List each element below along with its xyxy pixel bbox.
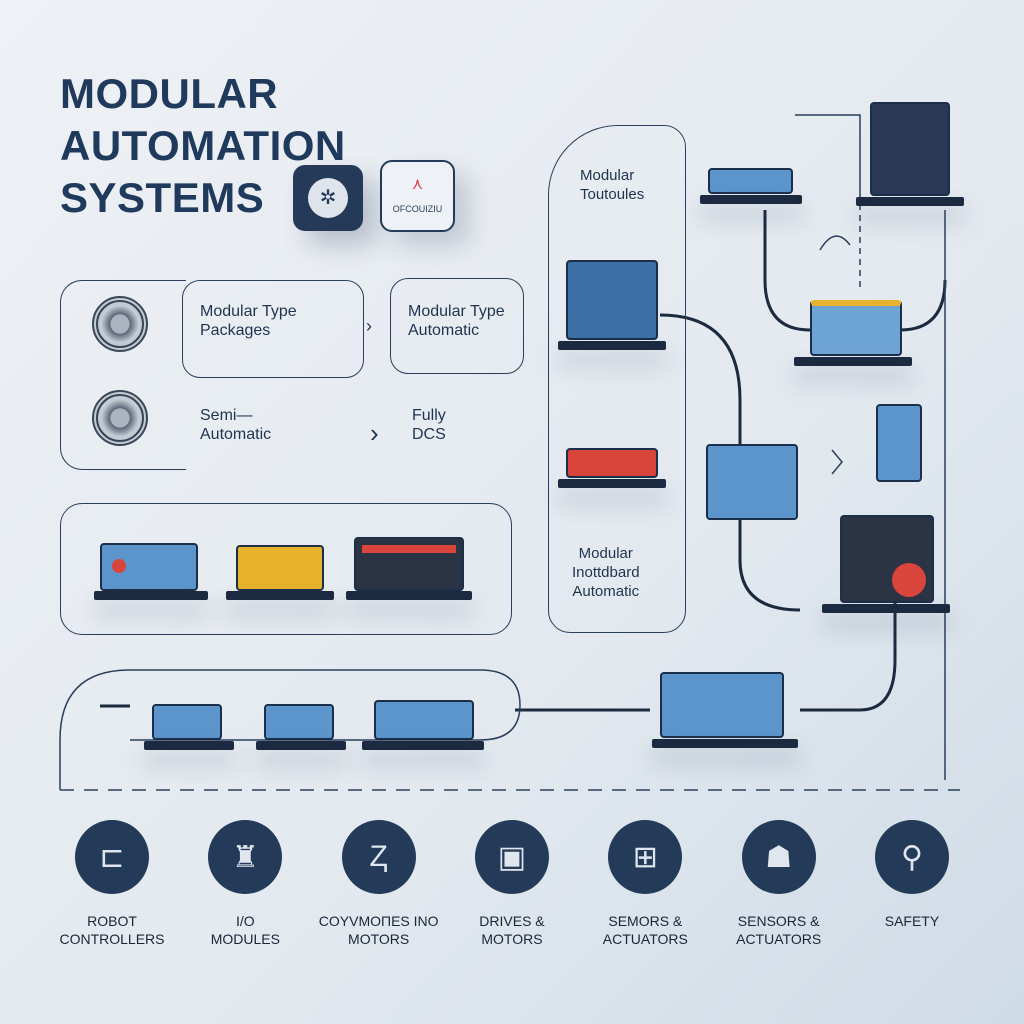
automatic-label: Modular Type Automatic bbox=[408, 303, 505, 339]
category-label: SAFETY bbox=[884, 913, 940, 929]
drive-icon: ▣ bbox=[474, 820, 549, 894]
status-badge[interactable]: ⋏ OFCOUIZIU bbox=[380, 160, 455, 232]
automatic-card[interactable] bbox=[390, 278, 524, 374]
cabinet-unit[interactable] bbox=[840, 515, 934, 603]
category-label: DRIVES & MOTORS bbox=[479, 913, 545, 947]
category-item[interactable]: Ⱬ COYVMOПES INO MOTORS bbox=[319, 820, 439, 948]
sensor-icon: ⊞ bbox=[608, 820, 683, 894]
type-panel bbox=[60, 280, 186, 470]
packages-label: Modular Type Packages bbox=[200, 303, 297, 339]
page-title: MODULAR AUTOMATION SYSTEMS bbox=[60, 70, 346, 221]
shelf bbox=[362, 741, 484, 750]
safety-icon: ⚲ bbox=[874, 820, 949, 894]
shelf bbox=[558, 341, 666, 350]
category-item[interactable]: ♜ I/O MODULES bbox=[185, 820, 305, 948]
fan-icon bbox=[92, 296, 148, 352]
category-item[interactable]: ☗ SENSORS & ACTUATORS bbox=[719, 820, 839, 948]
chevron-right-icon: › bbox=[366, 316, 372, 336]
shelf bbox=[822, 604, 950, 613]
category-label: SENSORS & ACTUATORS bbox=[736, 913, 822, 947]
warning-icon: ⋏ bbox=[411, 176, 424, 193]
semi-automatic-label: Semi— Automatic bbox=[200, 407, 272, 443]
chevron-right-icon: › bbox=[370, 418, 379, 448]
motor-icon: Ⱬ bbox=[341, 820, 416, 894]
drive-unit[interactable] bbox=[354, 537, 464, 591]
control-panel[interactable] bbox=[870, 102, 950, 196]
sensor-unit[interactable] bbox=[660, 672, 784, 738]
press-unit[interactable] bbox=[152, 704, 222, 740]
category-label: ROBOT CONTROLLERS bbox=[59, 913, 165, 947]
robot-arm[interactable] bbox=[876, 404, 922, 482]
robot-arm[interactable] bbox=[708, 168, 793, 194]
shelf bbox=[256, 741, 346, 750]
badge-label: OFCOUIZIU bbox=[392, 204, 443, 214]
shelf bbox=[700, 195, 802, 204]
category-label: COYVMOПES INO MOTORS bbox=[318, 913, 439, 947]
category-item[interactable]: ⊏ ROBOT CONTROLLERS bbox=[52, 820, 172, 948]
modules-label: Modular Toutoules bbox=[580, 167, 645, 203]
controller-icon: ⊏ bbox=[75, 820, 149, 894]
io-module[interactable] bbox=[566, 260, 658, 340]
inottdbard-label: Modular Inottdbard Automatic bbox=[572, 545, 640, 600]
packages-card[interactable] bbox=[182, 280, 364, 378]
shelf bbox=[558, 479, 666, 488]
category-label: SEMORS & ACTUATORS bbox=[602, 913, 688, 947]
io-module-icon: ♜ bbox=[208, 820, 283, 894]
robot-badge[interactable]: ✲ bbox=[293, 165, 363, 231]
shelf bbox=[652, 739, 798, 748]
modules-panel bbox=[548, 125, 686, 633]
shelf bbox=[794, 357, 912, 366]
press-unit[interactable] bbox=[264, 704, 334, 740]
shelf bbox=[144, 741, 234, 750]
shelf bbox=[856, 197, 964, 206]
hmi-unit[interactable] bbox=[706, 444, 798, 520]
plc-unit[interactable] bbox=[810, 300, 902, 356]
robot-arm-icon: ✲ bbox=[308, 178, 348, 218]
control-unit[interactable] bbox=[100, 543, 198, 591]
shelf bbox=[346, 591, 472, 600]
actuator-icon: ☗ bbox=[741, 820, 816, 894]
shelf bbox=[226, 591, 334, 600]
fully-dcs-label: Fully DCS bbox=[412, 407, 446, 443]
category-item[interactable]: ⚲ SAFETY bbox=[852, 820, 972, 948]
category-label: I/O MODULES bbox=[210, 913, 280, 947]
category-item[interactable]: ▣ DRIVES & MOTORS bbox=[452, 820, 572, 948]
control-unit[interactable] bbox=[236, 545, 324, 591]
valve-unit[interactable] bbox=[566, 448, 658, 478]
category-item[interactable]: ⊞ SEMORS & ACTUATORS bbox=[585, 820, 705, 948]
fan-icon bbox=[92, 390, 148, 446]
equipment-panel bbox=[60, 503, 512, 635]
shelf bbox=[94, 591, 208, 600]
cnc-unit[interactable] bbox=[374, 700, 474, 740]
